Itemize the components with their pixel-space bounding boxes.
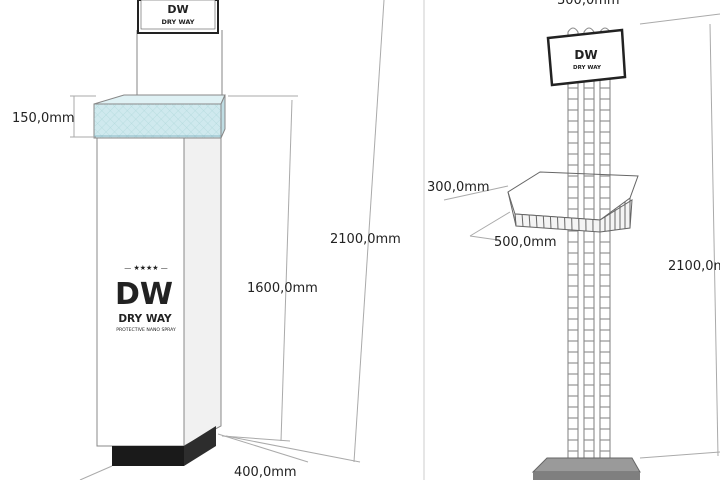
top-sign-mark: DW: [167, 3, 188, 16]
basket-wire: [535, 215, 538, 228]
ladder-rails: [567, 27, 611, 470]
wire-basket: [507, 171, 639, 233]
dim-basket-width: 500,0mm: [469, 211, 557, 250]
dim-basket-depth-label: 300,0mm: [427, 180, 490, 195]
pedestal-logo: — ★★★★ — DW DRY WAY PROTECTIVE NANO SPRA…: [115, 264, 176, 333]
base-plate: [531, 457, 641, 480]
dim-total-height-right-label: 2100,0m: [668, 259, 720, 274]
basket-wire: [549, 216, 552, 229]
right-sign-mark: DW: [574, 48, 597, 62]
dim-basket-width-label: 500,0mm: [494, 235, 557, 250]
dim-pedestal-height: 1600,0mm: [221, 95, 318, 442]
pedestal: [96, 137, 222, 447]
logo-tagline: PROTECTIVE NANO SPRAY: [116, 327, 176, 333]
right-stand: 300,0mm DW DRY WAY: [427, 0, 720, 480]
basket-wire: [528, 214, 531, 228]
dim-depth: 400,0mm: [79, 433, 309, 480]
plinth: [112, 426, 216, 466]
logo-mark: DW: [115, 277, 173, 312]
basket-wire: [542, 215, 545, 229]
right-sign-name: DRY WAY: [573, 65, 602, 71]
basket-wire: [557, 216, 559, 230]
dim-top-width-label: 300,0mm: [557, 0, 620, 8]
dim-top-width: 300,0mm: [557, 0, 720, 25]
glass-case: [93, 94, 226, 139]
dim-basket-depth: 300,0mm: [427, 180, 509, 201]
top-sign: DW DRY WAY: [137, 0, 219, 34]
dim-case-height: 150,0mm: [12, 95, 96, 138]
basket-wire: [521, 214, 524, 227]
logo-name: DRY WAY: [118, 313, 172, 325]
right-sign: DW DRY WAY: [546, 28, 627, 87]
top-sign-name: DRY WAY: [161, 18, 194, 26]
basket-wire: [514, 213, 517, 227]
dim-total-height-left: 2100,0mm: [225, 0, 401, 463]
dim-depth-label: 400,0mm: [234, 465, 297, 480]
dim-case-height-label: 150,0mm: [12, 111, 75, 126]
dim-pedestal-height-label: 1600,0mm: [247, 281, 318, 296]
logo-stars: — ★★★★ —: [124, 264, 168, 272]
dim-total-height-left-label: 2100,0mm: [330, 232, 401, 247]
left-stand: DW DRY WAY — ★★★★ — DW DRY WAY PROTECTIV…: [12, 0, 401, 480]
dim-total-height-right: 2100,0m: [639, 23, 720, 459]
